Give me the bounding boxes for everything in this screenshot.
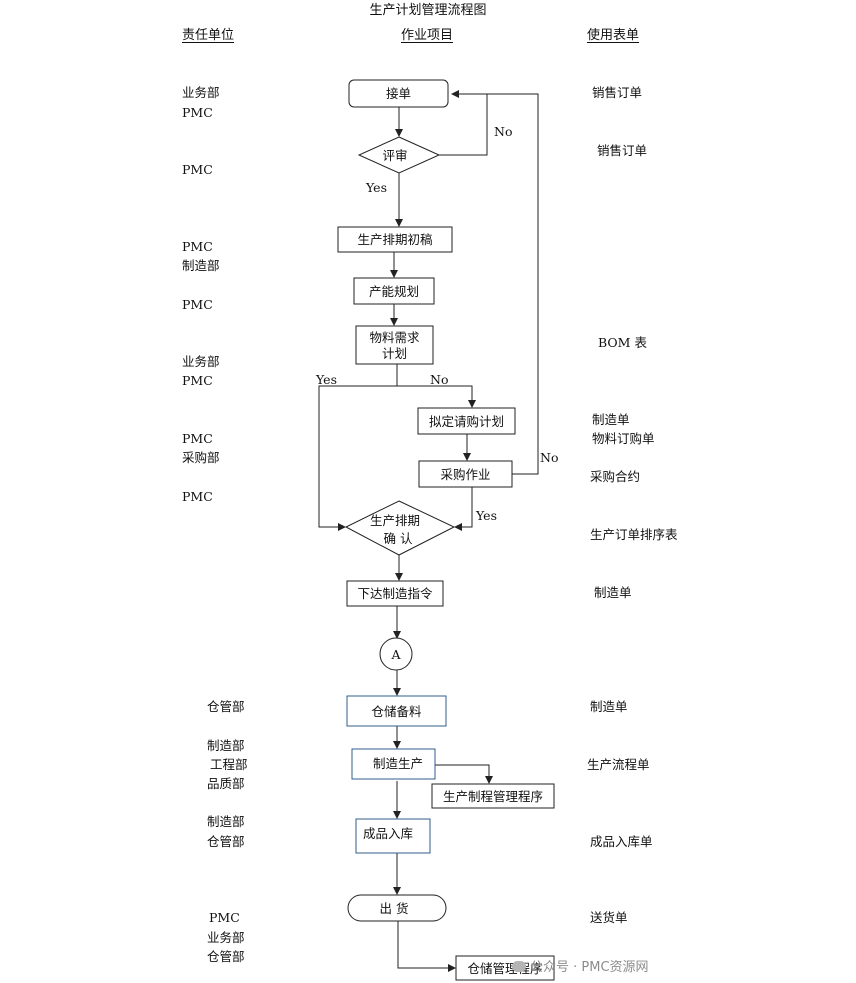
branch-label-no: No (430, 372, 448, 387)
dept-label: 品质部 (207, 776, 245, 791)
dept-label: PMC (182, 105, 213, 120)
dept-label: 制造部 (182, 258, 220, 273)
node-label: 仓储备料 (371, 704, 422, 719)
dept-label: PMC (209, 910, 240, 925)
node-label: 确 认 (384, 531, 413, 546)
node-label: 下达制造指令 (357, 586, 433, 601)
node-label: 产能规划 (369, 284, 419, 299)
node-label: A (390, 647, 401, 662)
branch-label-yes: Yes (475, 508, 497, 523)
dept-label: 仓管部 (207, 949, 245, 964)
form-label: 制造单 (592, 412, 630, 427)
branch-label-yes: Yes (365, 180, 387, 195)
dept-label: PMC (182, 431, 213, 446)
header-task: 作业项目 (401, 28, 454, 43)
branch-label-no: No (540, 450, 558, 465)
dept-label: PMC (182, 373, 213, 388)
form-label: 销售订单 (597, 143, 648, 158)
dept-label: 制造部 (207, 814, 245, 829)
header-responsible-dept: 责任单位 (182, 28, 235, 43)
dept-label: 业务部 (182, 354, 220, 369)
dept-label: PMC (182, 162, 213, 177)
form-label: 送货单 (590, 910, 628, 925)
node-label: 生产排期初稿 (357, 232, 432, 247)
node-label: 出 货 (380, 901, 409, 916)
node-label: 生产制程管理程序 (443, 789, 543, 804)
node-shipping: 出 货 (347, 894, 447, 922)
node-purchase-request-plan: 拟定请购计划 (417, 407, 516, 435)
node-label: 物料需求 (369, 330, 420, 345)
dept-label: PMC (182, 297, 213, 312)
node-draft-schedule: 生产排期初稿 (337, 226, 453, 253)
node-label: 拟定请购计划 (429, 414, 504, 429)
page-title: 生产计划管理流程图 (369, 3, 487, 18)
header-forms: 使用表单 (587, 28, 640, 43)
node-label: 接单 (386, 86, 411, 101)
node-connector-a: A (379, 637, 413, 671)
node-label: 评审 (382, 148, 407, 163)
node-storage-management-procedure: 仓储管理程序 (455, 955, 555, 981)
dept-label: 制造部 (207, 738, 245, 753)
dept-label: 仓管部 (207, 834, 245, 849)
node-label: 成品入库 (363, 826, 413, 841)
node-purchasing: 采购作业 (418, 460, 513, 488)
form-label: BOM 表 (598, 335, 647, 350)
branch-label-no: No (494, 124, 512, 139)
dept-label: PMC (182, 239, 213, 254)
watermark-text: 公众号 · PMC资源网 (530, 960, 649, 975)
dept-label: 采购部 (182, 450, 220, 465)
form-label: 成品入库单 (590, 834, 653, 849)
dept-label: 工程部 (210, 757, 248, 772)
node-label: 计划 (382, 346, 407, 361)
form-label: 制造单 (590, 699, 628, 714)
node-receive-order: 接单 (348, 79, 449, 108)
watermark: 公众号 · PMC资源网 (512, 956, 649, 975)
dept-label: 仓管部 (207, 699, 245, 714)
node-capacity-planning: 产能规划 (353, 277, 435, 305)
form-label: 制造单 (594, 585, 632, 600)
form-label: 采购合约 (590, 469, 641, 484)
wechat-icon (512, 961, 526, 972)
node-label: 制造生产 (373, 756, 423, 771)
dept-label: PMC (182, 489, 213, 504)
node-process-management-procedure: 生产制程管理程序 (431, 783, 555, 809)
form-label: 生产订单排序表 (590, 527, 678, 542)
node-manufacturing: 制造生产 (351, 748, 436, 780)
dept-label: 业务部 (207, 930, 245, 945)
dept-label: 业务部 (182, 85, 220, 100)
flow-connectors (318, 90, 539, 972)
node-finished-goods-warehousing: 成品入库 (355, 818, 431, 854)
node-material-requirement: 物料需求 计划 (355, 325, 434, 365)
form-label: 物料订购单 (592, 431, 655, 446)
node-label: 采购作业 (440, 467, 490, 482)
branch-label-yes: Yes (315, 372, 337, 387)
node-schedule-confirm-decision: 生产排期 确 认 (344, 500, 456, 556)
form-label: 生产流程单 (587, 757, 650, 772)
node-label: 生产排期 (370, 513, 420, 528)
form-label: 销售订单 (592, 85, 643, 100)
node-warehouse-prepare: 仓储备料 (346, 695, 447, 727)
node-review-decision: 评审 (357, 136, 441, 174)
node-issue-production-order: 下达制造指令 (346, 580, 444, 607)
